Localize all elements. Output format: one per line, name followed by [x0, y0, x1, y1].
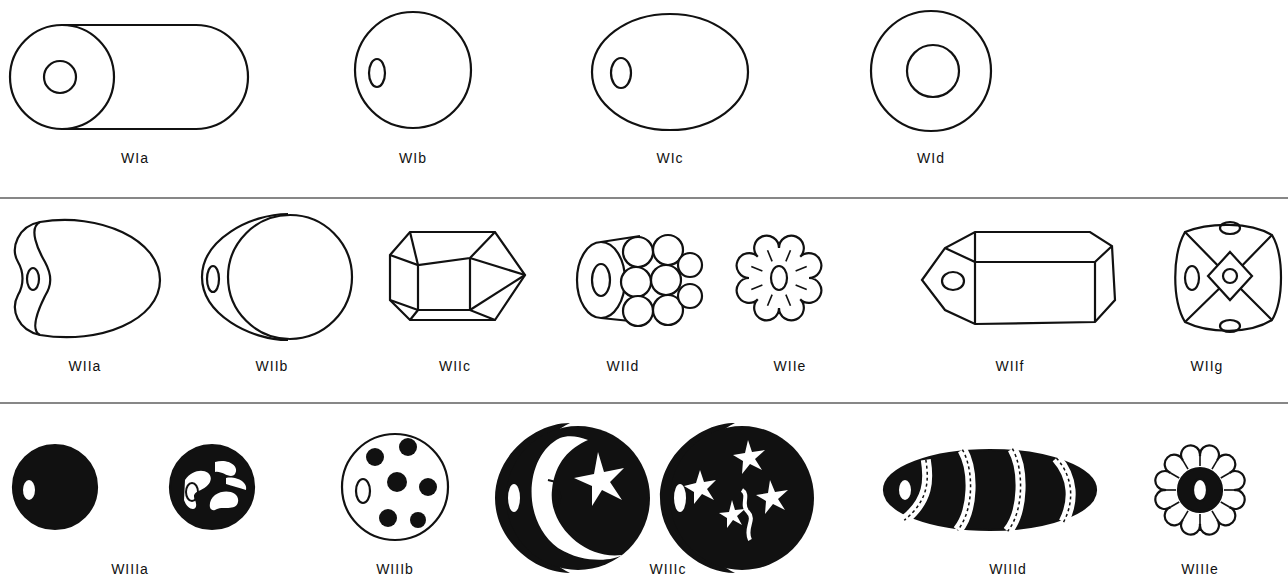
petal-rib: [1183, 511, 1188, 520]
petal-rib: [796, 285, 807, 290]
type-label: WIIe: [774, 358, 807, 375]
bead-wiiic: [495, 423, 814, 573]
type-label: WIIId: [989, 561, 1027, 578]
type-label: WIIg: [1191, 358, 1224, 375]
type-label: WId: [917, 150, 945, 167]
bead-hole: [1193, 479, 1207, 501]
bead-wiiid: [884, 449, 1096, 532]
type-label: WIIIa: [111, 561, 149, 578]
petal-rib: [768, 295, 773, 306]
bead-wiie: [737, 236, 822, 321]
type-label: WIIf: [996, 358, 1025, 375]
bead-wia: [10, 25, 248, 129]
type-label: WIIa: [69, 358, 102, 375]
petal-rib: [1212, 511, 1217, 520]
melon-outline: [737, 236, 822, 321]
bead-wiib: [202, 214, 352, 340]
rope-band: [1008, 449, 1021, 532]
petal-rib: [786, 295, 791, 306]
rope-band: [904, 460, 927, 521]
row-rule: [0, 402, 1288, 403]
type-label: WIIIe: [1181, 561, 1219, 578]
petal-rib: [1166, 489, 1176, 491]
petal-rib: [1221, 473, 1230, 478]
bead-wiiia: [13, 445, 254, 529]
melon-outline: [1155, 445, 1244, 534]
type-label: WIId: [607, 358, 640, 375]
rope-twist: [1008, 449, 1021, 532]
bead-wiid: [577, 235, 702, 326]
rope-band: [958, 450, 971, 531]
petal-rib: [1171, 473, 1180, 478]
bead-wiiib: [342, 434, 448, 540]
bead-wiiie: [1155, 445, 1244, 534]
bead-wiig: [1175, 222, 1281, 332]
dark-core: [1178, 468, 1222, 512]
bead-wiic: [390, 232, 525, 320]
petal-rib: [768, 250, 773, 261]
bead-wiif: [922, 232, 1115, 324]
bead-wiia: [15, 220, 160, 337]
rope-band: [1056, 458, 1070, 522]
petal-rib: [1171, 502, 1180, 507]
petal-rib: [751, 285, 762, 290]
petal-rib: [1183, 461, 1188, 470]
type-label: WIc: [656, 150, 683, 167]
rope-twist: [958, 450, 971, 531]
bead-wid: [871, 11, 991, 131]
petal-rib: [1221, 502, 1230, 507]
rope-twist: [1056, 458, 1070, 522]
type-label: WIIb: [256, 358, 289, 375]
petal-rib: [751, 267, 762, 272]
petal-rib: [1199, 514, 1201, 524]
petal-rib: [1224, 489, 1234, 491]
type-label: WIIIc: [650, 561, 687, 578]
petal-rib: [786, 250, 791, 261]
petal-rib: [796, 267, 807, 272]
type-label: WIb: [399, 150, 427, 167]
bead-wic: [592, 14, 748, 130]
rope-twist: [904, 460, 927, 521]
type-label: WIIc: [439, 358, 471, 375]
row-rule: [0, 197, 1288, 198]
petal-rib: [1212, 461, 1217, 470]
bead-wib: [355, 12, 471, 128]
type-label: WIa: [121, 150, 149, 167]
petal-rib: [1199, 456, 1201, 466]
type-label: WIIIb: [376, 561, 414, 578]
